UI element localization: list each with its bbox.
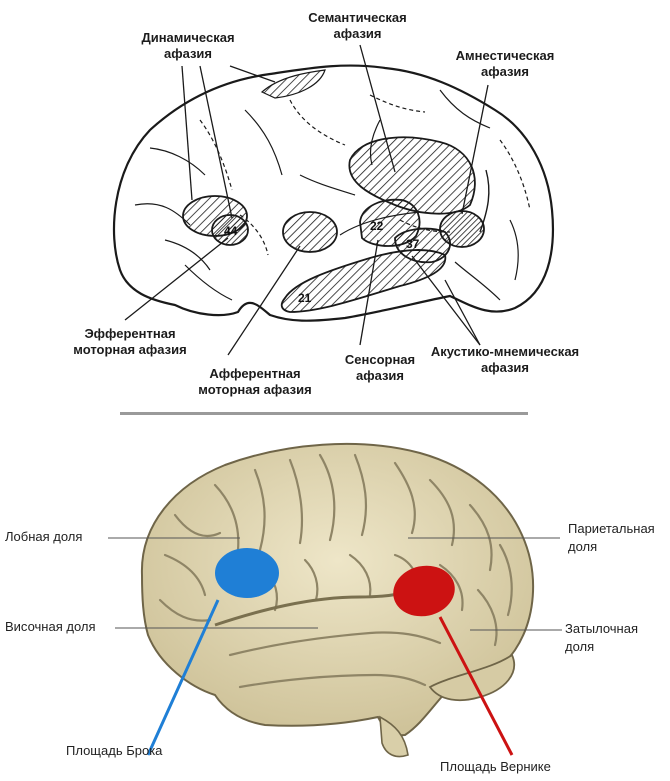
label-occipital-lobe: Затылочная доля <box>565 621 638 654</box>
area-number-21: 21 <box>298 291 312 305</box>
label-efferent-aphasia: Эфферентная моторная афазия <box>73 326 187 357</box>
label-acoustic-mnemonic-aphasia: Акустико-мнемическая афазия <box>430 344 580 375</box>
label-dynamic-aphasia: Динамическая афазия <box>141 30 235 61</box>
label-sensory-aphasia: Сенсорная афазия <box>344 352 416 383</box>
label-temporal-lobe: Височная доля <box>5 619 96 634</box>
broca-pointer <box>146 599 220 756</box>
section-divider <box>120 412 528 415</box>
label-parietal-lobe: Париетальная доля <box>568 521 655 554</box>
area-number-44: 44 <box>224 224 238 238</box>
area-occipital-edge <box>479 169 490 233</box>
label-wernicke-area: Площадь Вернике <box>440 759 551 774</box>
area-number-37: 37 <box>406 237 420 251</box>
area-number-22: 22 <box>370 219 384 233</box>
leader-lines-top <box>124 44 489 356</box>
brain-outline <box>112 64 555 322</box>
label-broca-area: Площадь Брока <box>66 743 163 758</box>
label-frontal-lobe: Лобная доля <box>5 529 83 544</box>
wernicke-area-marker <box>393 565 455 617</box>
temporal-gyri <box>228 631 442 689</box>
label-amnestic-aphasia: Амнестическая афазия <box>455 48 555 79</box>
leader-lines-bottom <box>108 537 562 631</box>
area-amnestic <box>439 210 485 248</box>
label-afferent-aphasia: Афферентная моторная афазия <box>198 366 312 397</box>
area-semantic <box>348 136 476 215</box>
aphasia-brain-diagram: 44 22 37 21 <box>112 44 555 356</box>
broca-area-marker <box>215 548 279 598</box>
brainstem <box>379 715 409 758</box>
area-44 <box>211 214 249 246</box>
brain-lobes-illustration <box>108 442 562 758</box>
area-afferent <box>282 211 338 253</box>
label-semantic-aphasia: Семантическая афазия <box>308 10 407 41</box>
wernicke-pointer <box>438 616 514 756</box>
area-21 <box>280 249 447 313</box>
